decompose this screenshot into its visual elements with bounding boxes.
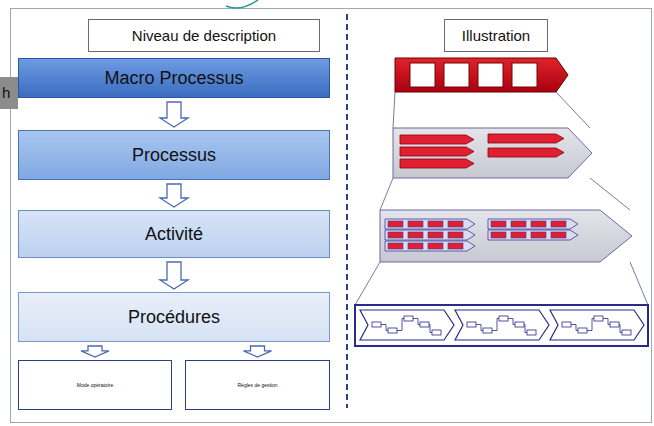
- activity-cells: [385, 219, 578, 251]
- node-text: Règles de gestion: [237, 382, 277, 388]
- node-text: Processus: [132, 145, 216, 166]
- node-text: Procédures: [128, 307, 220, 328]
- tab-label: h: [2, 84, 10, 101]
- node-text: Macro Processus: [104, 68, 243, 89]
- detail-box: Règles de gestion: [185, 360, 330, 410]
- level-box: Macro Processus: [18, 58, 330, 98]
- macro-squares: [410, 63, 537, 87]
- process-band: [393, 128, 592, 178]
- column-header: Niveau de description: [88, 19, 320, 52]
- process-arrows: [400, 134, 564, 168]
- node-text: Activité: [145, 224, 203, 245]
- node-text: Mode opératoire: [77, 382, 113, 388]
- side-tab: [0, 77, 18, 109]
- column-header: Illustration: [444, 19, 548, 52]
- macro-bar: [395, 58, 568, 92]
- down-arrow: [160, 184, 188, 207]
- node-text: Niveau de description: [132, 27, 276, 44]
- funnel-lines: [355, 92, 648, 305]
- down-arrow: [160, 102, 188, 127]
- down-arrow: [244, 346, 272, 357]
- level-box: Activité: [18, 210, 330, 258]
- node-text: Illustration: [462, 27, 530, 44]
- down-arrow: [160, 262, 188, 289]
- top-curve: [226, 0, 258, 8]
- procedure-band: [355, 305, 648, 346]
- procedure-flows: [360, 310, 644, 340]
- detail-box: Mode opératoire: [18, 360, 172, 410]
- down-arrow: [81, 346, 109, 357]
- activity-band: [380, 210, 632, 262]
- divider: [346, 14, 348, 408]
- outer-frame: [11, 9, 652, 423]
- level-box: Procédures: [18, 292, 330, 342]
- level-box: Processus: [18, 130, 330, 180]
